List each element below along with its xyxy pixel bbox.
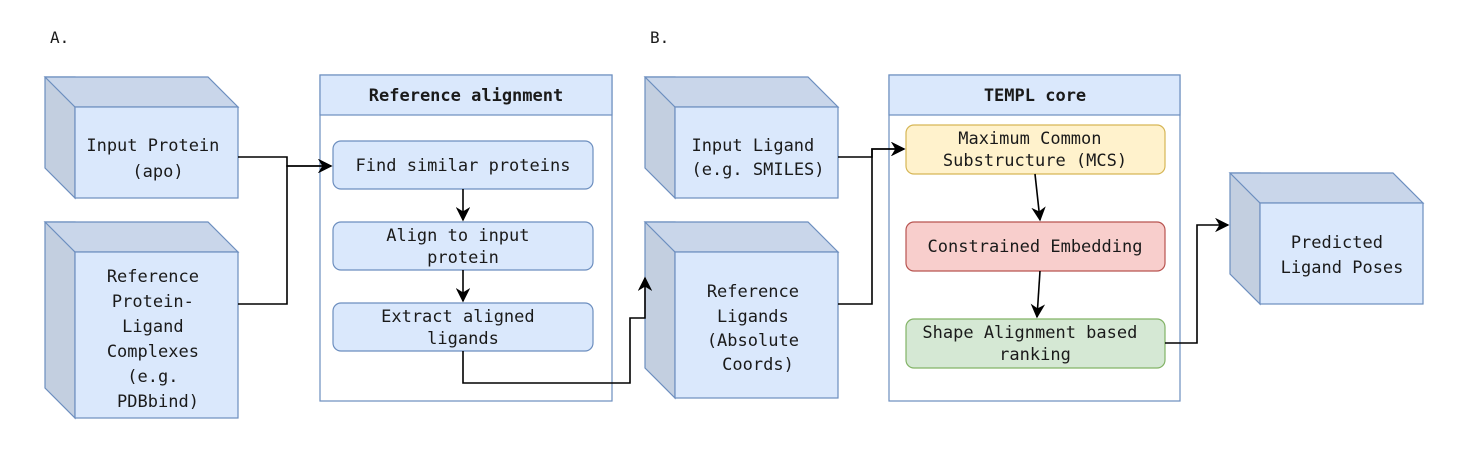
step-find-similar-proteins: Find similar proteins: [332, 140, 594, 190]
edge-ranking-to-predicted: [1165, 217, 1230, 344]
reference-complexes-line-4: Complexes: [107, 342, 199, 362]
svg-text:Input Ligand (e.g. SMILE: Input Ligand (e.g. SMILES): [691, 136, 824, 180]
reference-complexes-line-3: Ligand: [122, 317, 183, 337]
input-ligand-line-2: (e.g. SMILES): [691, 160, 824, 180]
reference-complexes-line-5: (e.g.: [127, 367, 178, 387]
reference-ligands-line-4: Coords): [722, 355, 794, 375]
input-protein-line-2: (apo): [132, 162, 183, 182]
input-protein-line-1: Input Protein: [86, 136, 219, 156]
reference-ligands-line-1: Reference: [707, 282, 799, 302]
svg-text:Align to input protein: Align to input protein: [386, 226, 540, 268]
reference-ligands-line-2: Ligands: [717, 307, 789, 327]
edge-reference-ligands-to-mcs: [838, 141, 906, 305]
step-mcs-line-2: Substructure (MCS): [943, 151, 1127, 171]
edge-protein-to-find: [238, 156, 333, 174]
predicted-line-1: Predicted: [1291, 233, 1383, 253]
input-ligand-line-1: Input Ligand: [691, 136, 814, 156]
svg-text:Find similar proteins: Find similar proteins: [356, 156, 571, 176]
step-ranking-line-1: Shape Alignment based: [922, 323, 1137, 343]
step-find-similar-proteins-line-1: Find similar proteins: [356, 156, 571, 176]
reference-alignment-panel: Reference alignment Find similar protein…: [319, 74, 613, 402]
reference-complexes-cube: Reference Protein- Ligand Complexes (e.g…: [43, 221, 240, 420]
reference-alignment-title: Reference alignment: [369, 86, 563, 106]
templ-core-title: TEMPL core: [984, 86, 1086, 106]
reference-ligands-cube: Reference Ligands (Absolute Coords): [643, 221, 840, 400]
svg-text:Maximum Common Substru: Maximum Common Substructure (MCS): [943, 129, 1127, 171]
panel-label-a: A.: [50, 28, 69, 47]
step-align-to-input-protein: Align to input protein: [332, 221, 594, 271]
svg-text:Constrained Embedding: Constrained Embedding: [928, 237, 1143, 257]
svg-text:Reference Ligands: Reference Ligands (Absolute Coords): [707, 282, 809, 375]
step-extract-aligned-ligands: Extract aligned ligands: [332, 302, 594, 352]
svg-text:Predicted Ligand Poses: Predicted Ligand Poses: [1281, 233, 1404, 278]
svg-text:Reference Protein-: Reference Protein- Ligand Complexes (e.g…: [107, 267, 209, 412]
step-ranking-line-2: ranking: [999, 345, 1071, 365]
step-shape-alignment-ranking: Shape Alignment based ranking: [905, 318, 1166, 369]
edge-mcs-to-embedding: [1031, 173, 1046, 222]
input-ligand-cube: Input Ligand (e.g. SMILES): [643, 76, 840, 200]
step-mcs: Maximum Common Substructure (MCS): [905, 124, 1166, 175]
step-align-line-2: protein: [427, 248, 499, 268]
panel-label-b: B.: [650, 28, 669, 47]
reference-complexes-line-1: Reference: [107, 267, 199, 287]
step-align-line-1: Align to input: [386, 226, 529, 246]
step-extract-line-2: ligands: [427, 329, 499, 349]
svg-text:Input Protein (apo): Input Protein (apo): [86, 136, 229, 182]
predicted-line-2: Ligand Poses: [1281, 258, 1404, 278]
step-embedding-line-1: Constrained Embedding: [928, 237, 1143, 257]
input-protein-cube: Input Protein (apo): [43, 76, 240, 200]
edge-complexes-to-find: [238, 158, 333, 305]
predicted-poses-cube: Predicted Ligand Poses: [1228, 172, 1425, 306]
templ-core-panel: TEMPL core Maximum Common Substructure (…: [888, 74, 1181, 402]
reference-ligands-line-3: (Absolute: [707, 331, 799, 351]
edge-embedding-to-ranking: [1030, 270, 1046, 319]
reference-complexes-line-2: Protein-: [112, 292, 194, 312]
svg-text:Shape Alignment based: Shape Alignment based ranking: [922, 323, 1147, 365]
step-constrained-embedding: Constrained Embedding: [905, 221, 1166, 272]
reference-complexes-line-6: PDBbind): [117, 392, 199, 412]
svg-text:Extract aligned ligand: Extract aligned ligands: [381, 307, 545, 349]
edge-extract-to-reference-ligands: [462, 276, 653, 384]
step-extract-line-1: Extract aligned: [381, 307, 535, 327]
step-mcs-line-1: Maximum Common: [958, 129, 1101, 149]
